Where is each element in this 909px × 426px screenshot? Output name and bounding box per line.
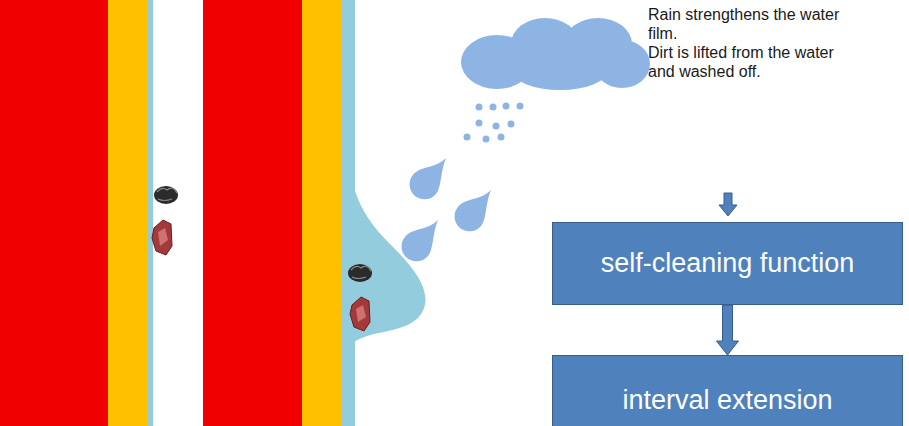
box-label: interval extension xyxy=(622,385,832,416)
note-text: Dirt is lifted from the water and washed… xyxy=(648,43,863,81)
down-arrow xyxy=(719,193,737,216)
stone-particle xyxy=(350,297,370,331)
flow-arrow xyxy=(717,305,739,355)
dirt-particle xyxy=(154,186,178,204)
raindrop xyxy=(402,158,491,261)
box-label: self-cleaning function xyxy=(601,248,855,279)
rain-dots xyxy=(464,103,524,143)
coating-layer xyxy=(108,0,148,426)
coating-layer xyxy=(302,0,342,426)
process-box: self-cleaning function xyxy=(552,222,903,305)
dirt-particle xyxy=(348,264,372,282)
note-text: Rain strengthens the water film. xyxy=(648,5,863,43)
water-film xyxy=(148,0,153,426)
stone-particle xyxy=(152,220,172,255)
substrate-layer xyxy=(0,0,108,426)
cloud xyxy=(461,18,650,90)
process-box: interval extension xyxy=(552,355,903,426)
water-film xyxy=(342,0,355,426)
substrate-layer xyxy=(203,0,302,426)
